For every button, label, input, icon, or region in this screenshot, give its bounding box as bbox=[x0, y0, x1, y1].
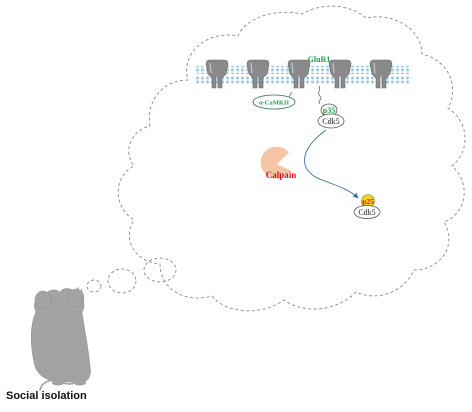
camkii-node: α-CaMKII bbox=[252, 94, 296, 110]
thought-bubble-large bbox=[143, 257, 177, 283]
p25-label: p25 bbox=[362, 197, 374, 206]
thought-bubble-medium bbox=[107, 268, 137, 294]
glutamate-receptor-icon bbox=[287, 59, 311, 89]
glur1-label: GluR1 bbox=[308, 55, 331, 64]
glutamate-receptor-icon bbox=[369, 59, 393, 89]
glutamate-receptor-icon bbox=[205, 59, 229, 89]
cdk5-bottom-label: Cdk5 bbox=[358, 208, 375, 217]
thought-bubble-small bbox=[86, 279, 102, 293]
calpain-node: Calpain bbox=[260, 146, 297, 180]
p35-label: p35 bbox=[323, 106, 335, 115]
glur1-receptors bbox=[205, 59, 393, 89]
glutamate-receptor-icon bbox=[328, 59, 352, 89]
p35-tether bbox=[318, 85, 322, 105]
cleavage-arrow bbox=[304, 129, 359, 199]
caption-social-isolation: Social isolation bbox=[6, 390, 87, 402]
camkii-label: α-CaMKII bbox=[259, 100, 289, 107]
calpain-label: Calpain bbox=[266, 170, 297, 180]
cdk5-top-label: Cdk5 bbox=[322, 117, 339, 126]
p25-cdk5-complex: p25 Cdk5 bbox=[353, 194, 381, 219]
calpain-shape bbox=[260, 146, 291, 179]
glutamate-receptor-icon bbox=[246, 59, 270, 89]
cdk5-top-node bbox=[317, 113, 345, 129]
p35-cdk5-complex: p35 Cdk5 bbox=[317, 103, 345, 129]
mouse-icon bbox=[31, 288, 91, 391]
thought-cloud bbox=[117, 5, 466, 312]
cdk5-bottom-node bbox=[353, 205, 381, 219]
